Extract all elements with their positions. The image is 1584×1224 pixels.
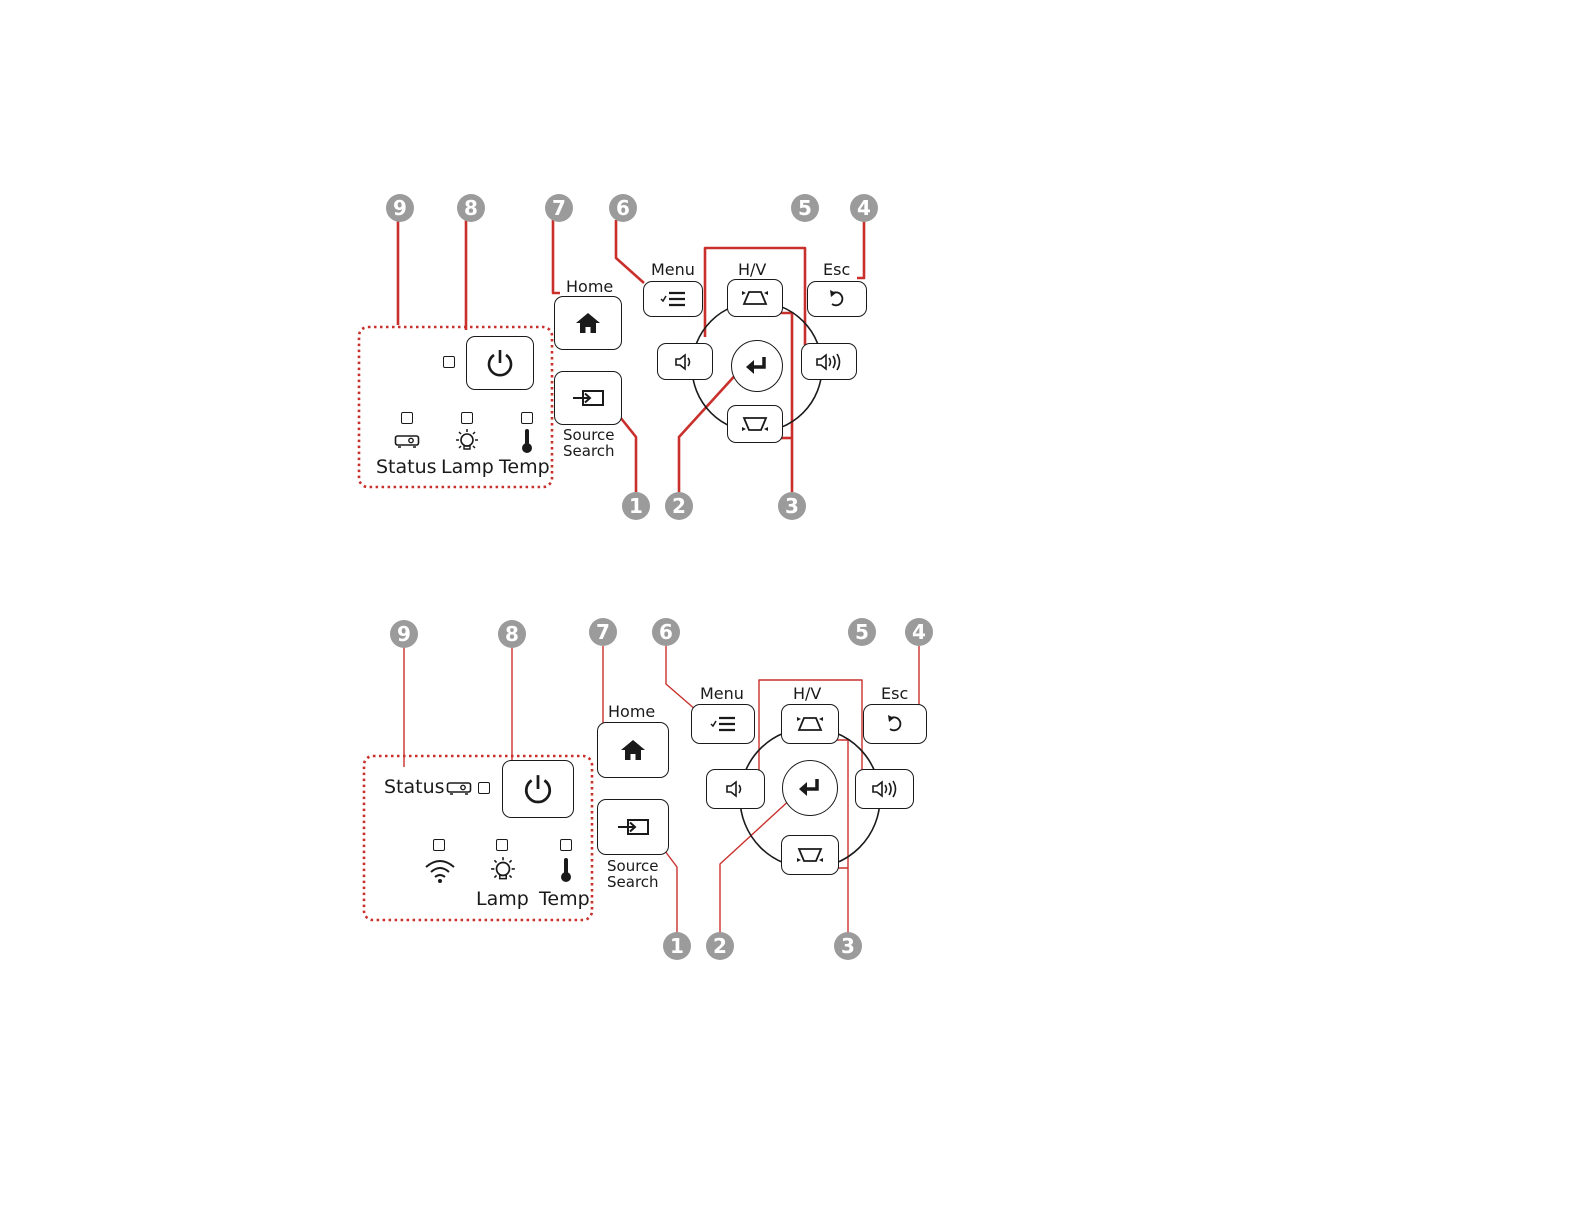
source-search-icon bbox=[571, 389, 605, 407]
temp-indicator-led bbox=[560, 839, 572, 851]
callout-badge-9: 9 bbox=[390, 620, 418, 648]
callout-badge-3: 3 bbox=[834, 932, 862, 960]
esc-button[interactable] bbox=[863, 704, 927, 744]
power-indicator-led bbox=[443, 356, 455, 368]
status-indicator-led bbox=[401, 412, 413, 424]
home-icon bbox=[620, 739, 646, 761]
enter-button[interactable] bbox=[782, 760, 838, 816]
projector-status-icon bbox=[446, 780, 472, 796]
callout-badge-6: 6 bbox=[609, 194, 637, 222]
temp-label: Temp bbox=[499, 458, 550, 477]
callout-badge-6: 6 bbox=[652, 618, 680, 646]
home-icon bbox=[575, 312, 601, 334]
hv-label: H/V bbox=[793, 686, 821, 702]
callout-badge-9: 9 bbox=[386, 194, 414, 222]
temp-indicator-led bbox=[521, 412, 533, 424]
enter-icon bbox=[797, 777, 823, 799]
menu-button[interactable] bbox=[643, 281, 703, 317]
callout-badge-5: 5 bbox=[848, 618, 876, 646]
home-label: Home bbox=[566, 279, 613, 295]
control-panel-diagram-bottom: 9 8 7 6 5 4 1 2 3 Home Source Search Men… bbox=[0, 612, 1584, 1224]
volume-up-icon bbox=[815, 353, 843, 371]
lamp-label: Lamp bbox=[441, 458, 494, 477]
callout-badge-1: 1 bbox=[622, 492, 650, 520]
keystone-up-button[interactable] bbox=[727, 279, 783, 317]
lamp-indicator-led bbox=[461, 412, 473, 424]
callout-badge-5: 5 bbox=[791, 194, 819, 222]
callout-badge-8: 8 bbox=[498, 620, 526, 648]
wifi-icon bbox=[423, 858, 457, 884]
status-label: Status bbox=[376, 458, 437, 477]
callout-badge-7: 7 bbox=[545, 194, 573, 222]
thermometer-icon bbox=[559, 856, 573, 884]
volume-up-icon bbox=[871, 780, 899, 798]
menu-label: Menu bbox=[700, 686, 744, 702]
callout-badge-3: 3 bbox=[778, 492, 806, 520]
control-panel-diagram-top: 9 8 7 6 5 4 1 2 3 Home Source Search Men… bbox=[0, 0, 1584, 612]
esc-return-icon bbox=[828, 289, 846, 309]
menu-icon bbox=[710, 716, 736, 732]
volume-down-button[interactable] bbox=[657, 343, 713, 380]
enter-icon bbox=[744, 355, 770, 377]
home-button[interactable] bbox=[597, 722, 669, 778]
callout-lines-top bbox=[0, 0, 1584, 612]
menu-icon bbox=[660, 291, 686, 307]
lamp-icon bbox=[489, 856, 517, 884]
home-button[interactable] bbox=[554, 296, 622, 350]
menu-button[interactable] bbox=[691, 704, 755, 744]
status-label: Status bbox=[384, 778, 445, 797]
keystone-down-icon bbox=[796, 846, 824, 864]
keystone-down-icon bbox=[741, 415, 769, 433]
esc-label: Esc bbox=[881, 686, 908, 702]
lamp-indicator-led bbox=[496, 839, 508, 851]
source-search-button[interactable] bbox=[554, 371, 622, 425]
source-label-line1: Source bbox=[563, 427, 615, 443]
status-indicator-led bbox=[478, 782, 490, 794]
enter-button[interactable] bbox=[731, 340, 783, 392]
callout-badge-2: 2 bbox=[665, 492, 693, 520]
source-label-line2: Search bbox=[563, 443, 615, 459]
power-icon bbox=[485, 348, 515, 378]
esc-label: Esc bbox=[823, 262, 850, 278]
keystone-down-button[interactable] bbox=[781, 835, 839, 875]
volume-up-button[interactable] bbox=[855, 769, 914, 809]
source-label-line2: Search bbox=[607, 874, 659, 890]
power-button[interactable] bbox=[502, 760, 574, 818]
power-button[interactable] bbox=[466, 336, 534, 390]
callout-badge-7: 7 bbox=[589, 618, 617, 646]
power-icon bbox=[522, 773, 554, 805]
keystone-up-icon bbox=[796, 715, 824, 733]
menu-label: Menu bbox=[651, 262, 695, 278]
projector-status-icon bbox=[394, 433, 420, 449]
volume-down-button[interactable] bbox=[706, 769, 765, 809]
volume-down-icon bbox=[674, 353, 696, 371]
source-search-button[interactable] bbox=[597, 799, 669, 855]
source-search-icon bbox=[616, 818, 650, 836]
thermometer-icon bbox=[520, 428, 534, 454]
callout-badge-4: 4 bbox=[905, 618, 933, 646]
esc-return-icon bbox=[886, 714, 904, 734]
temp-label: Temp bbox=[539, 890, 590, 909]
keystone-down-button[interactable] bbox=[727, 405, 783, 443]
esc-button[interactable] bbox=[807, 281, 867, 317]
callout-badge-2: 2 bbox=[706, 932, 734, 960]
volume-down-icon bbox=[725, 780, 747, 798]
wifi-indicator-led bbox=[433, 839, 445, 851]
lamp-label: Lamp bbox=[476, 890, 529, 909]
home-label: Home bbox=[608, 704, 655, 720]
callout-badge-1: 1 bbox=[663, 932, 691, 960]
volume-up-button[interactable] bbox=[801, 343, 857, 380]
callout-badge-4: 4 bbox=[850, 194, 878, 222]
keystone-up-icon bbox=[741, 289, 769, 307]
keystone-up-button[interactable] bbox=[781, 704, 839, 744]
source-label-line1: Source bbox=[607, 858, 659, 874]
hv-label: H/V bbox=[738, 262, 766, 278]
lamp-icon bbox=[454, 428, 480, 454]
callout-badge-8: 8 bbox=[457, 194, 485, 222]
